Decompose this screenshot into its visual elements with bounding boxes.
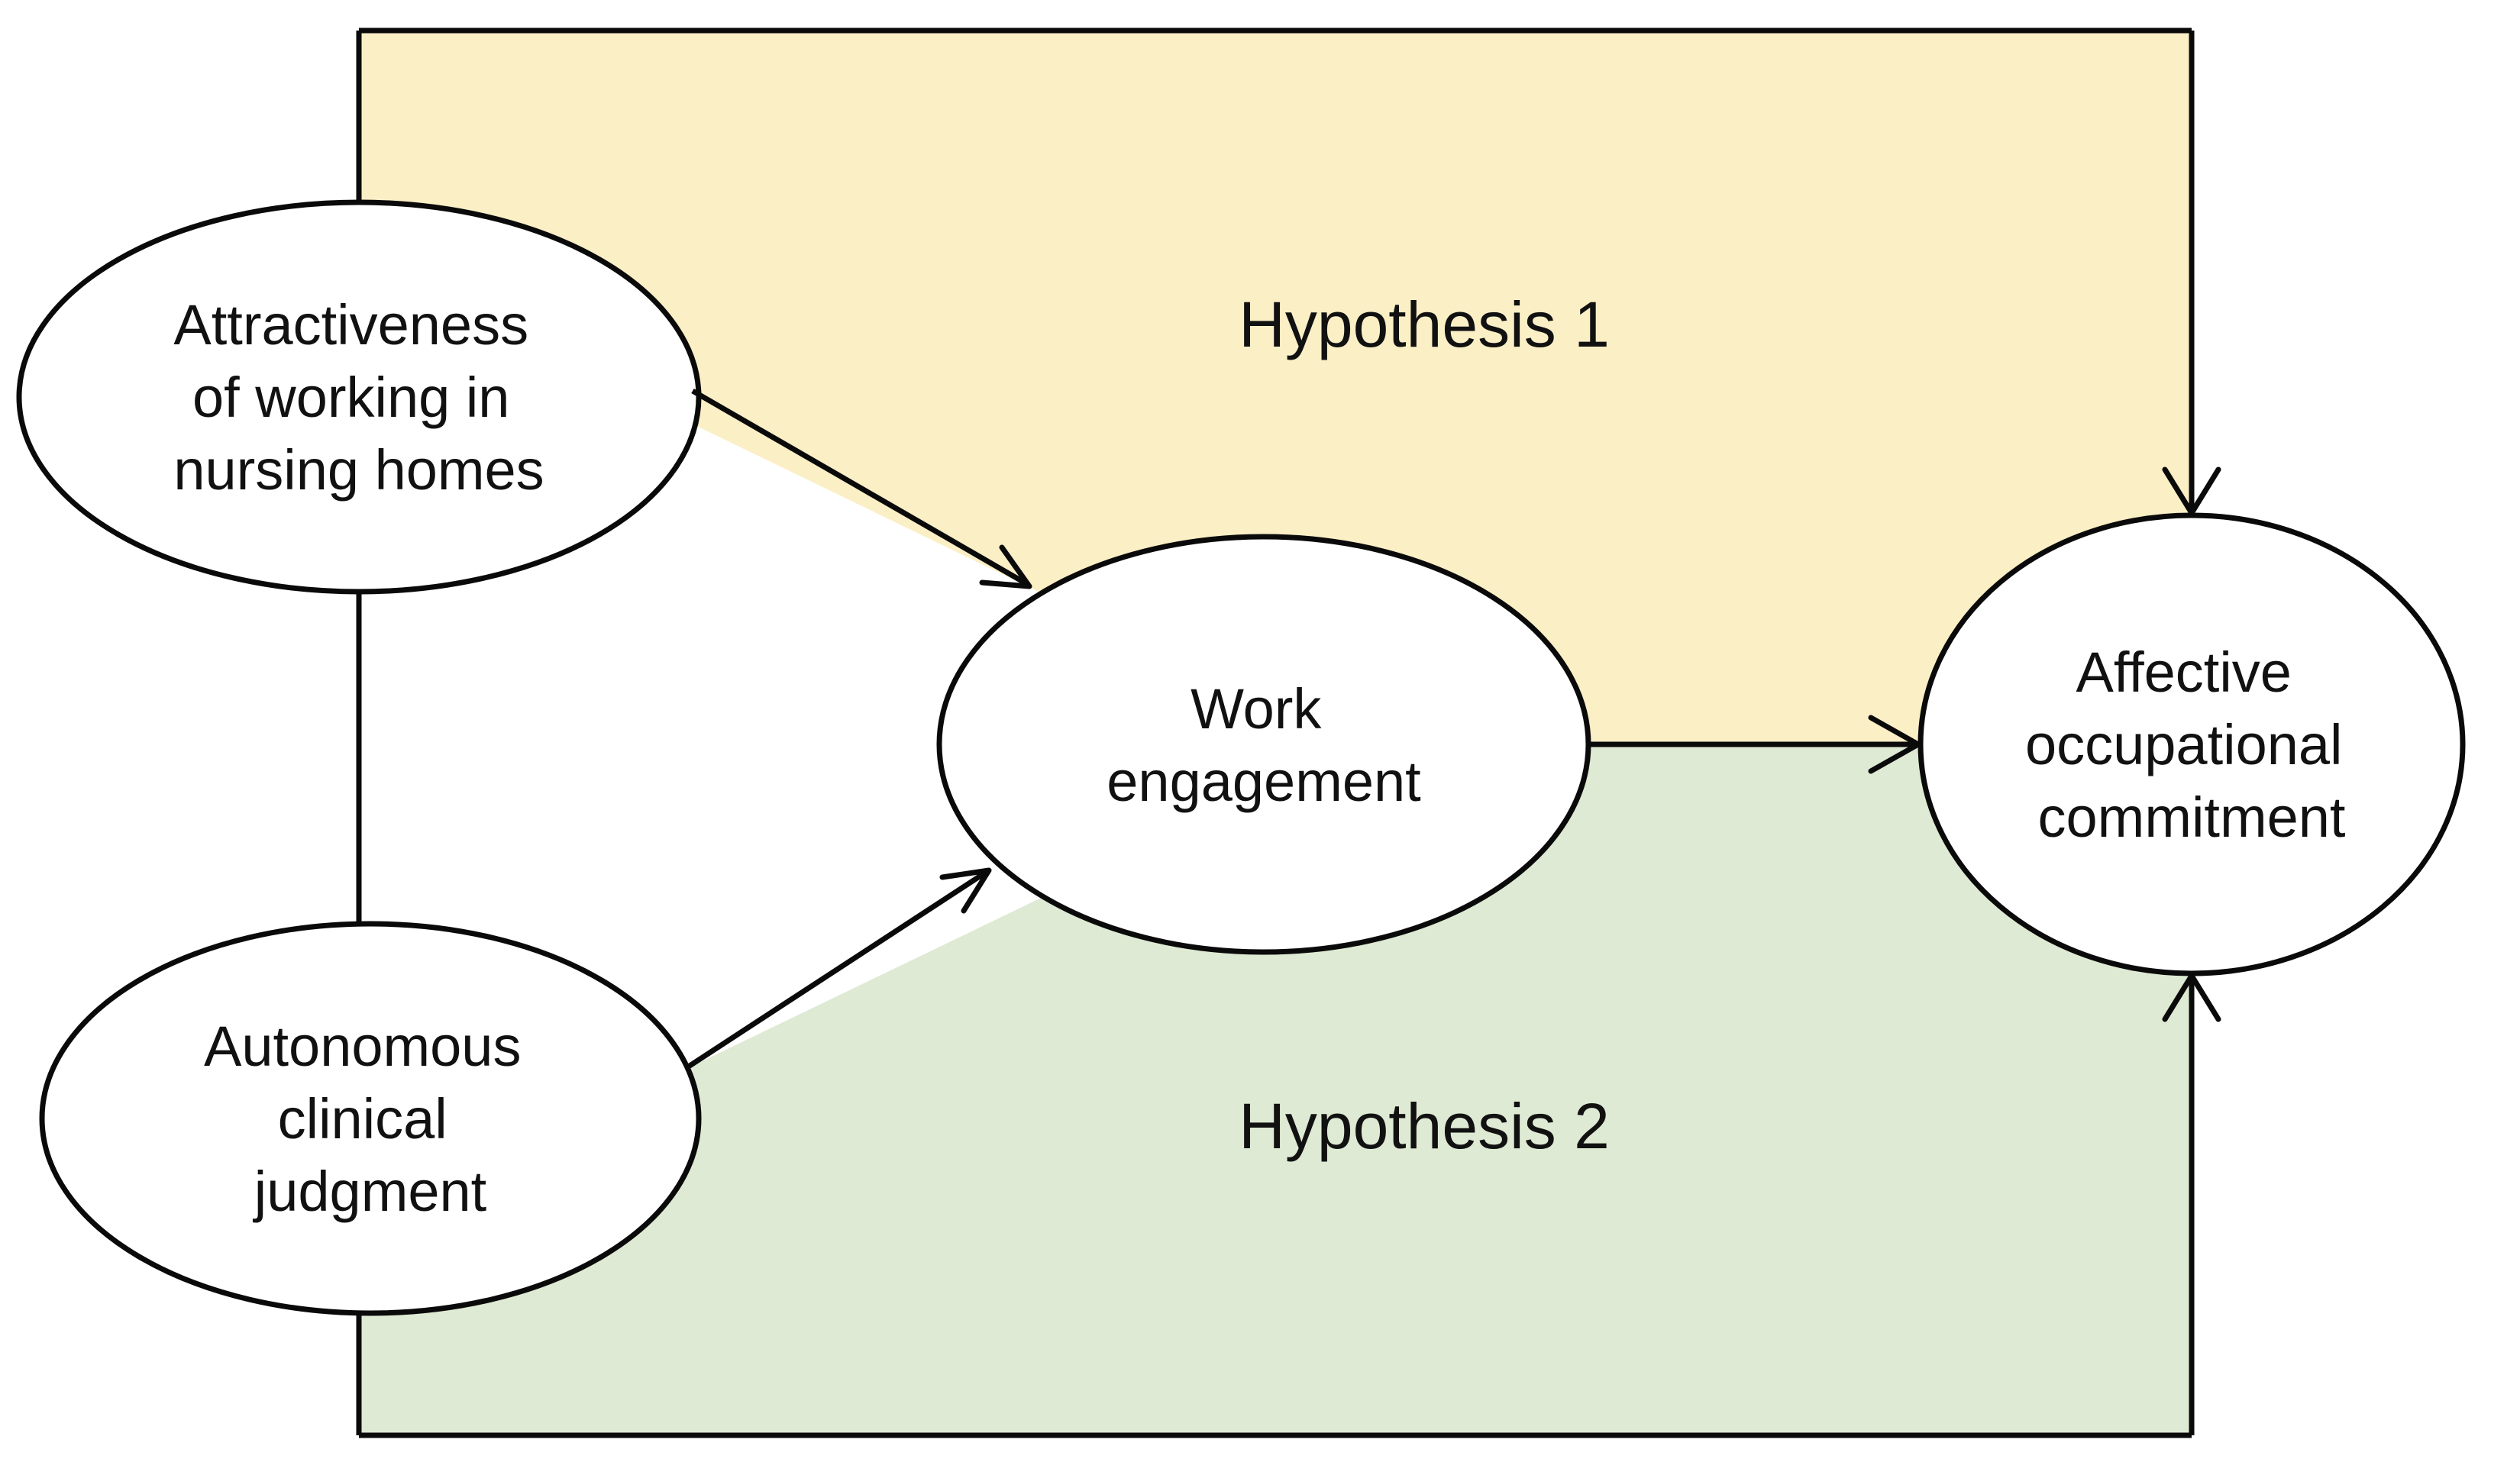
label-line: judgment (253, 1160, 487, 1223)
label-line: Work (1191, 677, 1322, 741)
hypothesis2-region (359, 744, 2192, 1435)
label-line: Autonomous (204, 1015, 522, 1078)
node-autonomous-label: Autonomous clinical judgment (204, 1015, 537, 1223)
hypothesis1-region (359, 31, 2192, 744)
label-line: commitment (2038, 786, 2346, 849)
label-line: clinical (278, 1087, 447, 1151)
arrow-work-to-affective (1588, 715, 1921, 774)
label-line: engagement (1107, 750, 1421, 813)
label-line: Affective (2076, 641, 2291, 704)
hypothesis1-label: Hypothesis 1 (1239, 289, 1610, 360)
arrowhead-right-icon (1868, 715, 1921, 774)
arrow-shaft (691, 388, 1029, 587)
node-attractiveness-label: Attractiveness of working in nursing hom… (173, 293, 544, 502)
arrow-attractiveness-to-work (691, 388, 1032, 589)
arrow-shaft (686, 868, 990, 1070)
arrowhead-right-up-icon (939, 867, 992, 914)
label-line: occupational (2025, 713, 2343, 776)
node-affective-commitment-label: Affective occupational commitment (2025, 641, 2358, 849)
node-work-engagement-ellipse (936, 534, 1591, 955)
label-line: Attractiveness (173, 293, 528, 357)
label-line: of working in (192, 366, 509, 429)
label-line: nursing homes (173, 438, 544, 502)
arrow-autonomous-to-work (686, 867, 992, 1070)
hypothesis2-label: Hypothesis 2 (1239, 1090, 1610, 1162)
node-work-engagement-label: Work engagement (1107, 677, 1421, 813)
arrowhead-right-down-icon (979, 544, 1032, 589)
node-autonomous-ellipse (39, 921, 702, 1316)
